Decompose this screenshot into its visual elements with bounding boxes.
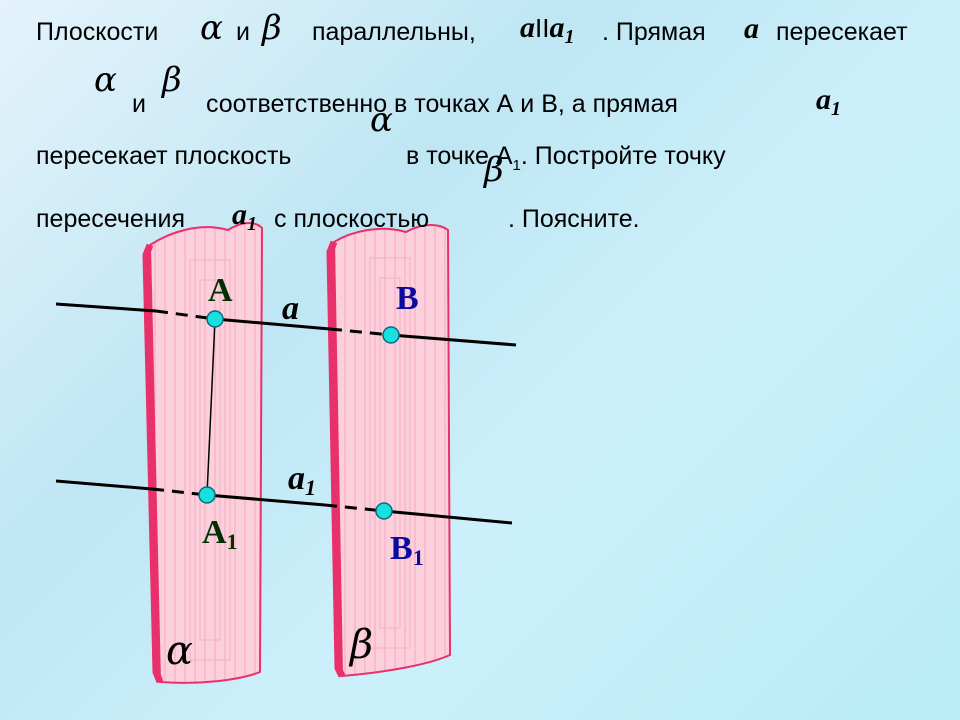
- line-a1-notation: a1: [816, 83, 841, 120]
- plane-beta: [326, 224, 452, 678]
- label-point-A1: A1: [202, 514, 238, 554]
- problem-text-line4-part3: . Поясните.: [508, 205, 640, 233]
- label-line-a1: a1: [288, 460, 316, 500]
- beta-symbol: β: [262, 8, 282, 48]
- segment-A-A1: [206, 318, 216, 496]
- problem-text-line4-part1: пересечения: [36, 205, 186, 233]
- label-point-B1: B1: [390, 530, 424, 570]
- problem-text-line2-i: и: [132, 90, 146, 118]
- beta-symbol: β: [484, 150, 504, 190]
- alpha-symbol: α: [94, 60, 117, 100]
- line-a-notation: a: [744, 12, 759, 45]
- problem-text-line1-i: и: [236, 18, 250, 46]
- alpha-symbol: α: [370, 100, 393, 140]
- label-plane-alpha: α: [166, 628, 194, 674]
- problem-text-line1-part3: . Прямая: [602, 18, 706, 46]
- problem-text-line3-part2: в точке А1. Постройте точку: [406, 142, 726, 174]
- problem-text-line1-part2: параллельны,: [312, 18, 476, 46]
- problem-text-parallel-notation: aIIa1: [520, 11, 575, 48]
- problem-text-line1-part4: пересекает: [776, 18, 908, 46]
- alpha-symbol: α: [200, 8, 223, 48]
- label-point-A: A: [208, 272, 233, 309]
- line-a: [55, 302, 517, 347]
- point-B: [382, 326, 400, 344]
- problem-text-line2: соответственно в точках А и В, а прямая: [206, 90, 678, 118]
- point-A1: [198, 486, 216, 504]
- problem-text-line3-part1: пересекает плоскость: [36, 142, 292, 170]
- point-B1: [375, 502, 393, 520]
- line-a1: [55, 479, 513, 525]
- problem-text-line4-part2: с плоскостью: [274, 205, 430, 233]
- label-line-a: a: [282, 290, 299, 327]
- label-point-B: B: [396, 280, 419, 317]
- point-A: [206, 310, 224, 328]
- line-a1-notation: a1: [232, 198, 257, 235]
- problem-text-line1-part1: Плоскости: [36, 18, 159, 46]
- plane-alpha: [142, 222, 264, 684]
- label-plane-beta: β: [350, 622, 374, 668]
- beta-symbol: β: [162, 60, 182, 100]
